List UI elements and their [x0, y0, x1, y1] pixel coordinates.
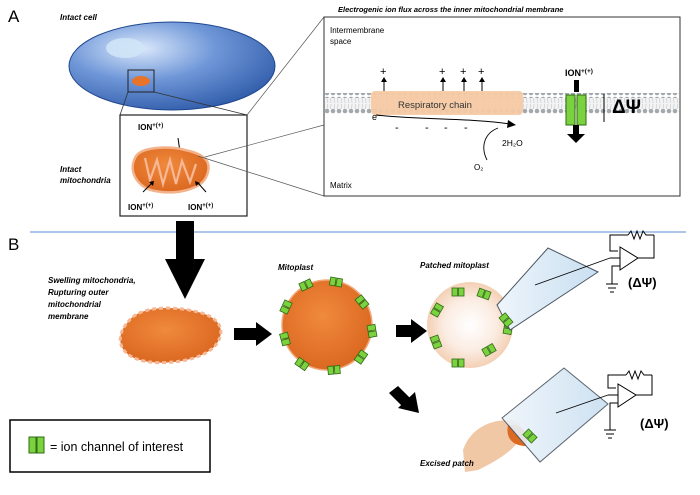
ion-label-left: ION+(+)	[128, 203, 153, 212]
swelling-label-line2: Rupturing outer	[48, 288, 109, 297]
cell-nucleus	[106, 38, 144, 58]
big-arrow-down-shaft	[176, 221, 194, 261]
intact-mito-label-line2: mitochondria	[60, 176, 111, 185]
plus-1: +	[380, 66, 386, 78]
circuit-wire	[609, 234, 628, 252]
ion-arrow-right	[197, 182, 207, 193]
ion-arrowhead-left	[149, 181, 154, 186]
proton-plus-group: + + + +	[380, 66, 485, 91]
arrow-1-shaft	[234, 328, 258, 340]
plus-arrowhead-1	[381, 77, 387, 82]
swelling-label-line3: mitochondrial	[48, 300, 102, 309]
legend-text: = ion channel of interest	[50, 440, 184, 454]
ground-icon	[604, 429, 616, 439]
intact-mito-label-line1: Intact	[60, 165, 82, 174]
membrane-channel-left	[565, 94, 576, 126]
delta-psi-label-2: (ΔΨ)	[640, 416, 669, 431]
matrix-label: Matrix	[330, 181, 352, 190]
zoom-box-small	[127, 69, 155, 93]
swelling-label: Swelling mitochondria, Rupturing outer m…	[48, 276, 136, 321]
ion-arrow-shaft-top	[574, 80, 579, 92]
swelling-mitochondrion	[118, 306, 223, 365]
ion-arrow-shaft-bottom	[573, 125, 579, 135]
resistor-icon	[625, 369, 652, 381]
circuit-wire	[609, 402, 618, 430]
plus-arrowhead-4	[479, 77, 485, 82]
cristae	[143, 155, 198, 189]
zoom-line-right	[153, 91, 248, 116]
plus-arrowhead-2	[440, 77, 446, 82]
patched-mitoplast-label: Patched mitoplast	[420, 261, 489, 270]
electron-path	[375, 114, 511, 125]
zoom-line-big-mid	[204, 124, 325, 158]
zoom-title: Electrogenic ion flux across the inner m…	[338, 5, 563, 14]
swelling-label-line4: membrane	[48, 312, 89, 321]
patch-pipette-1	[496, 247, 600, 331]
panel-a-letter: A	[8, 7, 20, 26]
arrow-2-head	[411, 319, 427, 343]
circuit-wire	[607, 374, 626, 389]
respiratory-chain	[371, 91, 523, 115]
swelling-label-line1: Swelling mitochondria,	[48, 276, 136, 285]
excised-patch-label: Excised patch	[420, 459, 474, 468]
ims-label-line2: space	[330, 37, 352, 46]
plus-3: +	[460, 66, 466, 78]
ion-arrow-left	[142, 182, 153, 193]
excised-membrane	[463, 420, 522, 472]
zoom-line-big-top	[246, 16, 325, 116]
arrow-3	[389, 386, 419, 413]
water-label: 2H₂O	[502, 138, 523, 148]
plus-arrowhead-3	[461, 77, 467, 82]
ion-label-right: ION+(+)	[188, 203, 213, 212]
amplifier-icon	[619, 246, 639, 271]
respiratory-chain-label: Respiratory chain	[398, 100, 472, 111]
ion-label-top: ION+(+)	[138, 123, 163, 132]
plus-2: +	[439, 66, 445, 78]
amplifier-circuit-1	[606, 229, 655, 293]
cell-mitochondrion	[132, 76, 150, 86]
circuit-wire	[636, 375, 653, 396]
circuit-wire	[611, 265, 620, 284]
arrow-2-shaft	[396, 325, 414, 337]
ion-label-channel: ION+(+)	[565, 68, 593, 78]
ims-label-line1: Intermembrane	[330, 26, 385, 35]
pipette-1-electrode	[534, 257, 611, 286]
pipette-2-electrode	[555, 394, 609, 414]
patched-mitoplast	[427, 282, 513, 368]
intact-mitochondrion	[131, 146, 210, 194]
amplifier-icon	[617, 383, 637, 408]
mitoplast-label: Mitoplast	[278, 263, 313, 272]
arrow-1-head	[256, 322, 272, 346]
big-arrow-down-head	[165, 259, 205, 299]
membrane-channel-right	[576, 94, 587, 126]
zoom-line-left	[119, 91, 129, 116]
minus-4: -	[464, 122, 468, 134]
delta-psi-label-1: (ΔΨ)	[628, 275, 657, 290]
oxygen-label: O₂	[474, 163, 483, 172]
amplifier-circuit-2	[604, 369, 653, 439]
plus-4: +	[478, 66, 484, 78]
ground-icon	[606, 283, 618, 293]
panel-b-letter: B	[8, 235, 19, 254]
delta-psi-label: ΔΨ	[612, 97, 641, 118]
oxygen-path	[483, 127, 499, 161]
ion-arrowhead-channel	[567, 134, 585, 143]
arrow-3-head	[398, 392, 419, 413]
minus-group: - - - -	[395, 122, 468, 134]
intact-cell-label: Intact cell	[60, 13, 98, 22]
circuit-wire	[638, 235, 655, 259]
electron-label: e-	[372, 112, 379, 122]
zoom-line-big-bottom	[197, 155, 325, 197]
minus-3: -	[444, 122, 448, 134]
legend-channel-icon	[28, 436, 45, 454]
patch-pipette-2	[501, 367, 609, 463]
minus-2: -	[425, 122, 429, 134]
resistor-icon	[627, 229, 654, 241]
ion-arrowhead-right	[195, 181, 200, 186]
minus-1: -	[395, 122, 399, 134]
electron-arrowhead	[507, 120, 516, 128]
